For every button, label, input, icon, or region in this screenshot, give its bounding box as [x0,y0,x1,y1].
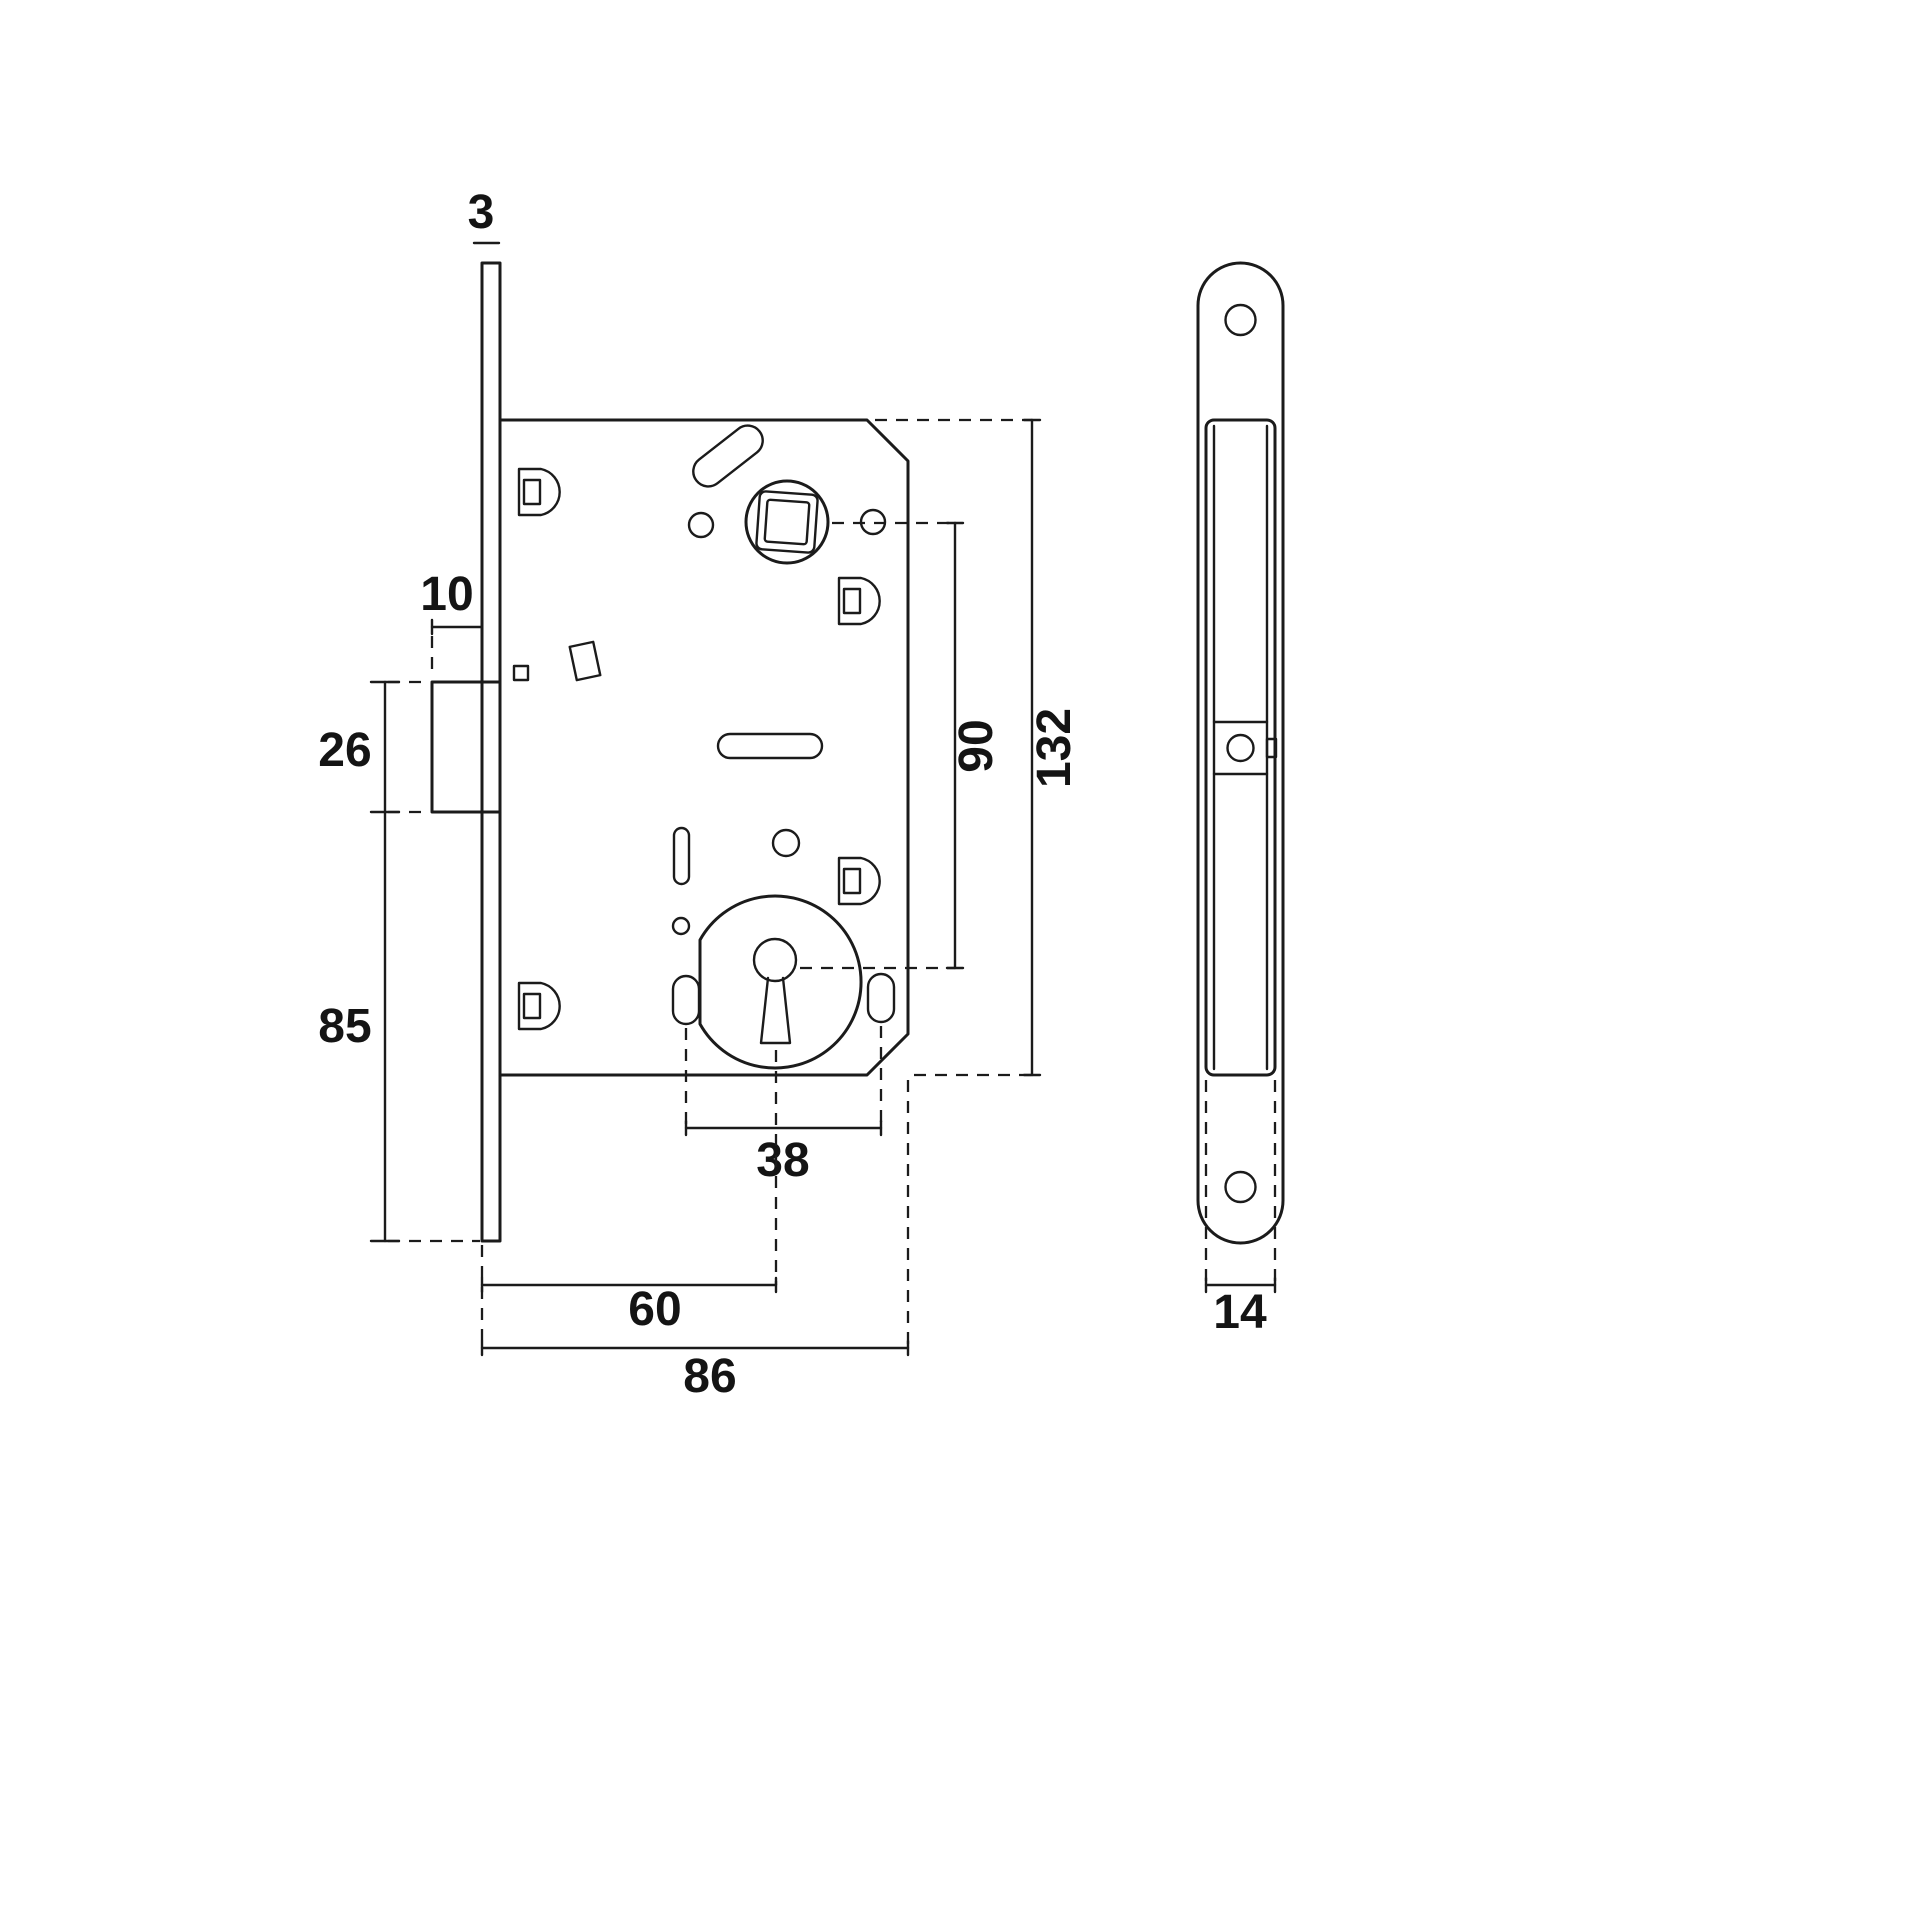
center-slot [716,732,824,760]
dim-backset: 60 [480,1050,778,1348]
side-center-hole [1226,733,1255,763]
screw-hole-bottom [1224,1170,1257,1204]
dim-label-10: 10 [420,568,473,621]
dim-case-depth: 86 [480,1080,910,1403]
lever-slot [692,424,764,488]
dim-label-85: 85 [318,1000,371,1053]
latch-bolt [430,680,502,814]
screw-post-top-left [517,467,561,517]
key-cylinder-housing [698,894,863,1070]
front-view [430,261,910,1243]
dim-faceplate-thickness: 3 [468,186,501,245]
pivot-hole [771,828,801,858]
dim-slot-spacing: 38 [684,1026,883,1187]
dim-label-26: 26 [318,724,371,777]
dim-label-90: 90 [950,719,1003,772]
dim-label-38: 38 [756,1134,809,1187]
dim-plate-width: 14 [1204,1080,1277,1339]
faceplate-front [480,261,502,1243]
screw-post-bottom-left [517,981,561,1031]
spindle-follower [744,479,830,565]
dim-label-14: 14 [1213,1286,1267,1339]
pin-hole-left [687,511,715,539]
tiny-hole [671,916,691,936]
screw-hole-top [1224,303,1257,337]
dim-label-3: 3 [468,186,495,239]
side-view [1196,261,1285,1245]
dim-label-86: 86 [683,1350,736,1403]
side-notch [1265,737,1278,759]
lock-case [498,418,910,1077]
dim-latch-height: 26 85 [318,680,480,1243]
dim-label-132: 132 [1028,708,1081,788]
dim-case-height: 132 [875,418,1081,1077]
case-side-outline [1204,418,1277,1077]
dim-label-60: 60 [628,1283,681,1336]
fixing-slot-right [866,972,896,1024]
spindle-square-hole [755,490,819,554]
screw-post-right-lower [837,856,881,906]
faceplate-side [1196,261,1285,1245]
keyhole [752,937,798,1045]
fixing-slot-left [671,974,701,1026]
screw-post-right-upper [837,576,881,626]
teardrop-slot [672,826,691,886]
dim-spindle-to-keyhole: 90 [800,521,1003,970]
spring-plate [568,640,602,682]
small-square-hole [512,664,530,682]
dim-latch-projection: 10 [420,568,484,678]
